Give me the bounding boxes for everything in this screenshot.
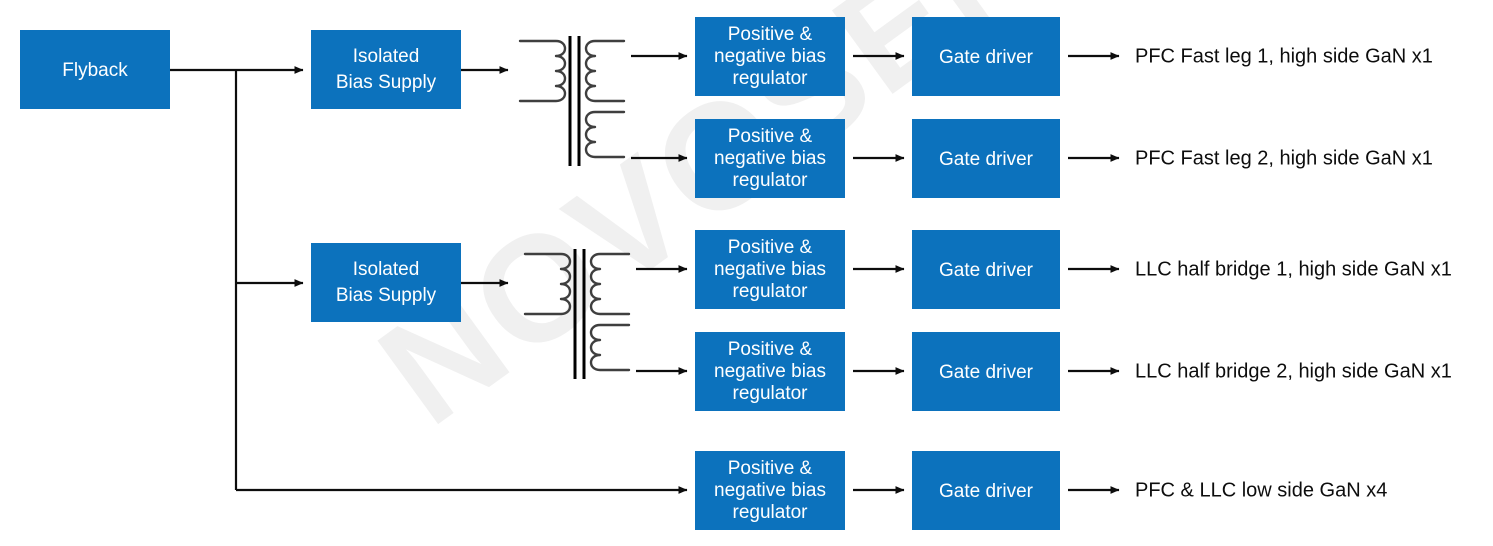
regulator-block-1-label-line3: regulator (733, 68, 809, 89)
flyback-block-label: Flyback (62, 60, 128, 81)
regulator-block-5-label-line2: negative bias (714, 480, 826, 501)
transformer-2-secondary-winding-b (589, 323, 631, 372)
isolated-bias-supply-2-rect (311, 243, 461, 322)
gate-driver-block-5-rect (912, 451, 1060, 530)
output-label-5: PFC & LLC low side GaN x4 (1135, 479, 1387, 501)
regulator-block-2-label-line2: negative bias (714, 148, 826, 169)
gate-driver-block-1-rect (912, 17, 1060, 96)
flyback-block[interactable]: Flyback (20, 30, 170, 109)
regulator-block-2-rect (695, 119, 845, 198)
isolated-bias-supply-1-label-line1: Isolated (353, 46, 420, 67)
row-5: Positive & negative bias regulator Gate … (695, 451, 1387, 530)
transformer-2-primary-winding (523, 252, 572, 316)
transformer-1-primary-winding (518, 39, 567, 103)
regulator-block-4-label-line1: Positive & (728, 339, 813, 360)
transformer-1 (518, 36, 626, 166)
isolated-bias-supply-2-block[interactable]: Isolated Bias Supply (311, 243, 461, 322)
output-label-2: PFC Fast leg 2, high side GaN x1 (1135, 147, 1433, 169)
regulator-block-3-rect (695, 230, 845, 309)
flyback-block-rect (20, 30, 170, 109)
gate-driver-block-5[interactable]: Gate driver (912, 451, 1060, 530)
regulator-block-3-label-line2: negative bias (714, 259, 826, 280)
gate-driver-block-5-label: Gate driver (939, 481, 1034, 502)
regulator-block-4-label-line3: regulator (733, 383, 809, 404)
gate-driver-block-4-label: Gate driver (939, 362, 1034, 383)
row-2: Positive & negative bias regulator Gate … (695, 119, 1433, 198)
isolated-bias-supply-2-label-line1: Isolated (353, 259, 420, 280)
output-label-1: PFC Fast leg 1, high side GaN x1 (1135, 45, 1433, 67)
regulator-block-5[interactable]: Positive & negative bias regulator (695, 451, 845, 530)
regulator-block-3[interactable]: Positive & negative bias regulator (695, 230, 845, 309)
regulator-block-2-label-line3: regulator (733, 170, 809, 191)
row-4: Positive & negative bias regulator Gate … (695, 332, 1452, 411)
regulator-block-1[interactable]: Positive & negative bias regulator (695, 17, 845, 96)
regulator-block-1-rect (695, 17, 845, 96)
regulator-block-5-label-line1: Positive & (728, 458, 813, 479)
regulator-block-3-label-line1: Positive & (728, 237, 813, 258)
regulator-block-1-label-line1: Positive & (728, 24, 813, 45)
regulator-block-2[interactable]: Positive & negative bias regulator (695, 119, 845, 198)
transformer-2 (523, 249, 631, 379)
row-1: Positive & negative bias regulator Gate … (695, 17, 1433, 96)
regulator-block-4[interactable]: Positive & negative bias regulator (695, 332, 845, 411)
gate-driver-block-1-label: Gate driver (939, 47, 1034, 68)
regulator-block-3-label-line3: regulator (733, 281, 809, 302)
regulator-block-5-rect (695, 451, 845, 530)
gate-driver-block-1[interactable]: Gate driver (912, 17, 1060, 96)
regulator-block-1-label-line2: negative bias (714, 46, 826, 67)
regulator-block-4-rect (695, 332, 845, 411)
isolated-bias-supply-1-rect (311, 30, 461, 109)
gate-driver-block-3-label: Gate driver (939, 260, 1034, 281)
regulator-block-2-label-line1: Positive & (728, 126, 813, 147)
isolated-bias-supply-2-label-line2: Bias Supply (336, 285, 437, 306)
transformer-1-secondary-winding-b (584, 110, 626, 159)
gate-driver-block-2-rect (912, 119, 1060, 198)
gate-driver-block-3-rect (912, 230, 1060, 309)
row-3: Positive & negative bias regulator Gate … (695, 230, 1452, 309)
gate-driver-block-3[interactable]: Gate driver (912, 230, 1060, 309)
isolated-bias-supply-1-label-line2: Bias Supply (336, 72, 437, 93)
gate-driver-block-4-rect (912, 332, 1060, 411)
transformer-2-secondary-winding-a (589, 252, 631, 316)
regulator-block-5-label-line3: regulator (733, 502, 809, 523)
regulator-block-4-label-line2: negative bias (714, 361, 826, 382)
output-label-4: LLC half bridge 2, high side GaN x1 (1135, 360, 1452, 382)
isolated-bias-supply-1-block[interactable]: Isolated Bias Supply (311, 30, 461, 109)
gate-driver-block-2-label: Gate driver (939, 149, 1034, 170)
gate-driver-block-4[interactable]: Gate driver (912, 332, 1060, 411)
output-label-3: LLC half bridge 1, high side GaN x1 (1135, 258, 1452, 280)
gate-driver-block-2[interactable]: Gate driver (912, 119, 1060, 198)
transformer-1-secondary-winding-a (584, 39, 626, 103)
